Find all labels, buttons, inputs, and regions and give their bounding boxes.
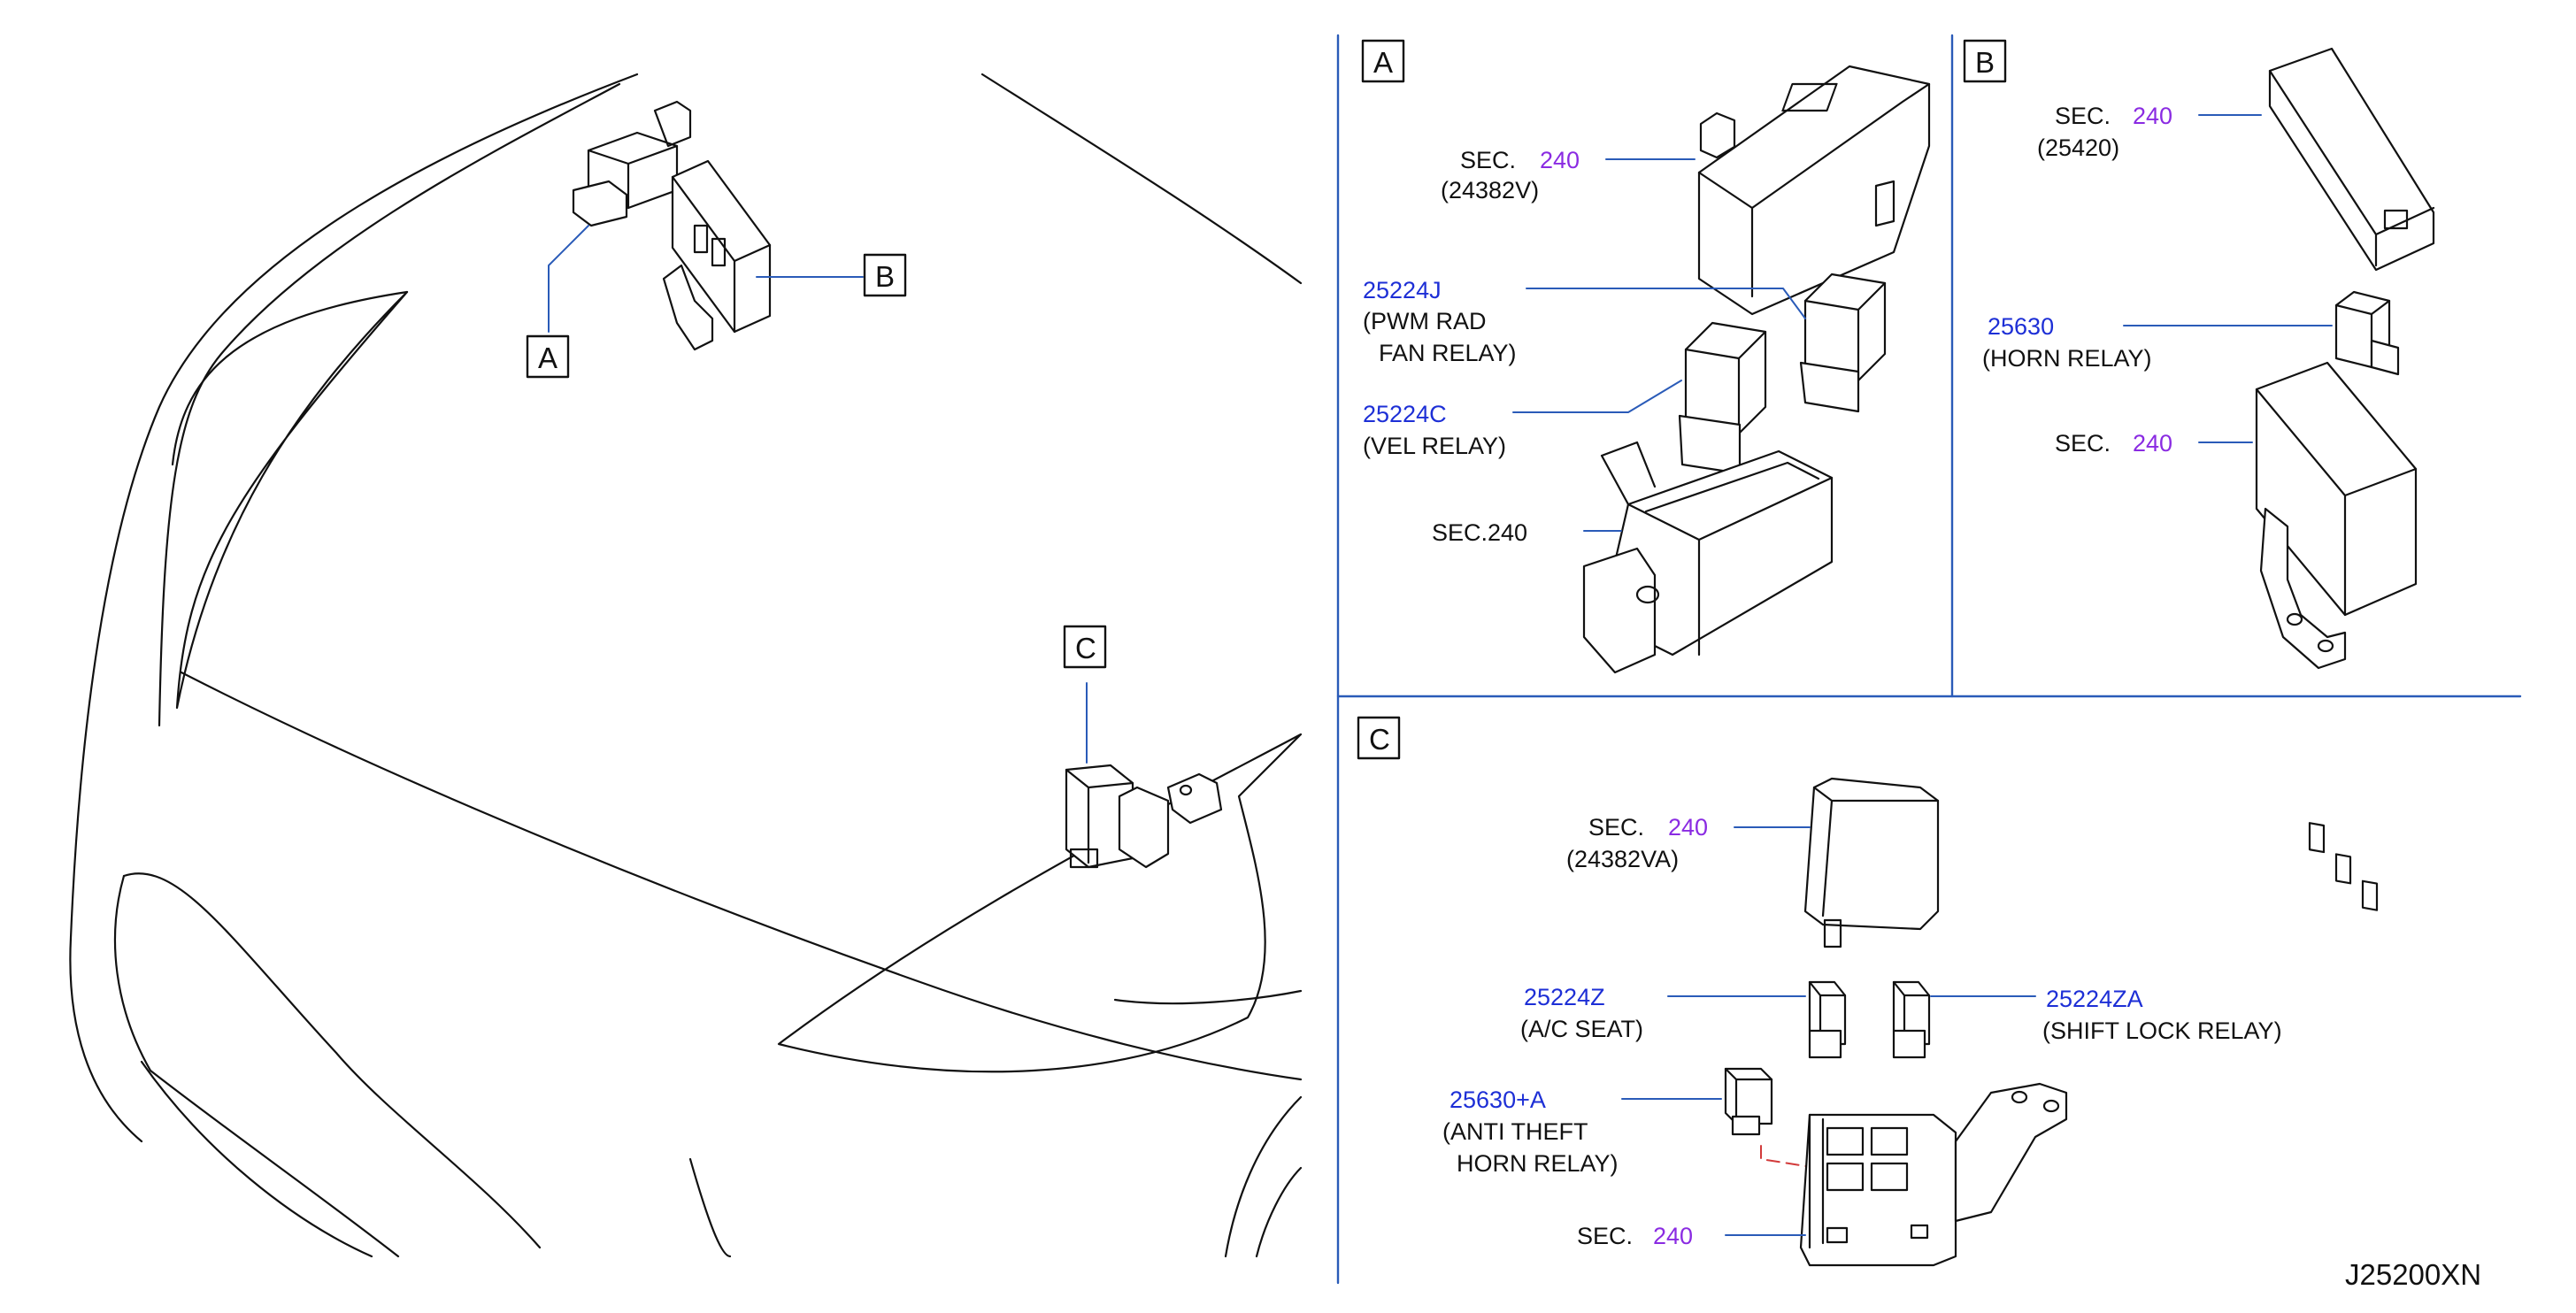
panel-c-ac-seat-pn: 25224Z	[1524, 984, 1605, 1010]
panel-b-horn-relay-drawing	[2334, 290, 2400, 376]
panel-b-horn-line1: (HORN RELAY)	[1982, 345, 2152, 372]
overview-callout-b-letter: B	[875, 260, 895, 293]
panel-a-pwm-pn: 25224J	[1363, 277, 1442, 303]
overview-part-c	[1065, 764, 1223, 869]
panel-a-vel-line1: (VEL RELAY)	[1363, 433, 1506, 459]
hood-crease	[180, 671, 1303, 1081]
panel-c-anti-theft-relay-drawing	[1724, 1067, 1773, 1136]
panel-b-box-drawing	[2255, 361, 2418, 911]
front-splitter	[688, 1157, 732, 1258]
panel-c: C SEC. 240 (24382VA) 25224Z (A/C SEAT) 2…	[1357, 716, 2282, 1267]
panel-a-pwm-line1: (PWM RAD	[1363, 308, 1486, 334]
panel-b-box-sec-prefix: SEC.	[2055, 430, 2111, 457]
panel-c-box-sec-prefix: SEC.	[1577, 1223, 1633, 1249]
fender-line-left	[171, 290, 409, 466]
panel-c-shift-lock-line1: (SHIFT LOCK RELAY)	[2042, 1017, 2282, 1044]
vehicle-overview: A B C	[69, 73, 1303, 1258]
panel-a-pwm-line2: FAN RELAY)	[1379, 340, 1517, 366]
panel-b-cover-code: (25420)	[2037, 134, 2119, 161]
hood-outline	[69, 73, 639, 1143]
overview-callout-c	[1063, 625, 1107, 669]
overview-callout-b	[863, 253, 907, 297]
overview-part-b	[662, 159, 772, 351]
panel-c-shift-lock-relay-drawing	[1892, 980, 1931, 1059]
panel-c-callout	[1357, 716, 1401, 760]
right-fender-line	[1113, 989, 1303, 1005]
hood-inner-line	[158, 82, 621, 727]
panel-c-cover-sec-prefix: SEC.	[1588, 814, 1644, 841]
panel-c-box-drawing	[1799, 1082, 2068, 1267]
overview-callout-a	[526, 334, 570, 379]
panel-c-shift-lock-pn: 25224ZA	[2046, 986, 2143, 1012]
panel-a-cover-sec-prefix: SEC.	[1460, 147, 1516, 173]
bumper-upper	[122, 872, 542, 1249]
panel-c-cover-code: (24382VA)	[1566, 846, 1679, 872]
overview-callout-c-letter: C	[1075, 632, 1096, 664]
panel-a: A SEC. 240 (24382V) 25224J (PWM RAD FAN …	[1361, 39, 1931, 674]
panel-a-pwm-relay-drawing	[1799, 273, 1887, 413]
right-lower-2	[1255, 1166, 1303, 1258]
panel-b-cover-sec-num: 240	[2133, 103, 2172, 129]
panel-c-box-sec-num: 240	[1653, 1223, 1693, 1249]
headlight-left	[175, 290, 409, 710]
panel-b: B SEC. 240 (25420) 25630 (HORN RELAY)	[1963, 39, 2435, 911]
panel-a-cover-code: (24382V)	[1441, 177, 1539, 203]
panel-c-anti-theft-line1: (ANTI THEFT	[1442, 1118, 1588, 1145]
panel-c-anti-theft-line2: HORN RELAY)	[1457, 1150, 1619, 1177]
panel-a-cover-drawing	[1697, 65, 1931, 316]
panel-b-box-sec-num: 240	[2133, 430, 2172, 457]
panel-b-horn-pn: 25630	[1988, 313, 2054, 340]
diagram-code: J25200XN	[2345, 1258, 2481, 1291]
grille-line	[140, 1060, 373, 1258]
panel-b-letter: B	[1975, 46, 1995, 79]
right-fender-top	[980, 73, 1303, 285]
panel-c-anti-theft-pn: 25630+A	[1449, 1086, 1546, 1113]
panel-b-callout	[1963, 39, 2007, 83]
panel-c-ac-seat-relay-drawing	[1808, 980, 1847, 1059]
panel-b-cover-drawing	[2268, 47, 2435, 272]
panel-a-vel-relay-drawing	[1678, 321, 1767, 475]
panel-a-vel-pn: 25224C	[1363, 401, 1447, 427]
panel-c-cover-drawing	[1803, 777, 1940, 948]
panel-a-box-sec: SEC.240	[1432, 519, 1527, 546]
leader-a	[548, 225, 589, 333]
panel-c-cover-sec-num: 240	[1668, 814, 1708, 841]
panel-a-letter: A	[1373, 46, 1393, 79]
bumper-lower	[113, 874, 400, 1258]
right-lower-1	[1224, 1095, 1303, 1258]
panel-b-cover-sec-prefix: SEC.	[2055, 103, 2111, 129]
panel-a-box-drawing	[1582, 441, 1834, 674]
panel-a-cover-sec-num: 240	[1540, 147, 1580, 173]
panel-a-callout	[1361, 39, 1405, 83]
panel-c-letter: C	[1369, 723, 1390, 756]
overview-callout-a-letter: A	[538, 342, 557, 374]
panel-c-ac-seat-line1: (A/C SEAT)	[1520, 1016, 1643, 1042]
